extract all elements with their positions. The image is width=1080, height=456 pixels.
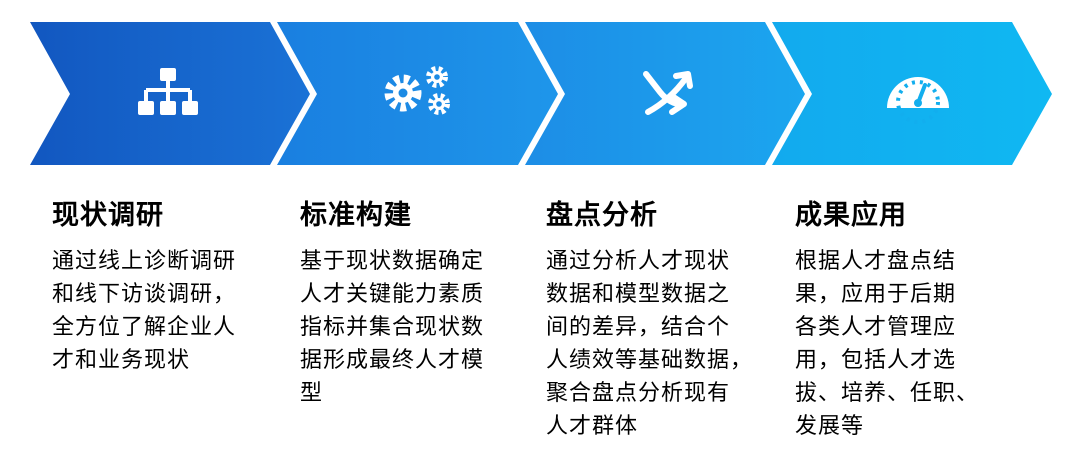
step-2-title: 标准构建 — [300, 200, 412, 231]
desc-line: 果，应用于后期 — [795, 282, 957, 307]
desc-line: 才和业务现状 — [52, 348, 191, 373]
desc-line: 通过分析人才现状 — [546, 249, 731, 274]
desc-line: 基于现状数据确定 — [300, 249, 485, 274]
desc-line: 指标并集合现状数 — [300, 315, 485, 340]
desc-line: 数据和模型数据之 — [546, 282, 731, 307]
step-4-description: 根据人才盘点结 果，应用于后期 各类人才管理应 用，包括人才选 拔、培养、任职、… — [795, 245, 979, 443]
step-1-title: 现状调研 — [52, 200, 164, 231]
step-2-description: 基于现状数据确定 人才关键能力素质 指标并集合现状数 据形成最终人才模 型 — [300, 245, 484, 410]
desc-line: 聚合盘点分析现有 — [546, 381, 731, 406]
desc-line: 各类人才管理应 — [795, 315, 957, 340]
chevron-step-4 — [772, 22, 1052, 165]
gears-icon — [384, 66, 450, 115]
desc-line: 用，包括人才选 — [795, 348, 957, 373]
merge-arrows-icon — [643, 71, 693, 115]
desc-line: 拔、培养、任职、 — [795, 381, 980, 406]
step-4-title: 成果应用 — [795, 200, 907, 231]
speedometer-icon — [887, 77, 949, 124]
desc-line: 型 — [300, 381, 324, 406]
chevron-step-1 — [30, 22, 310, 165]
desc-line: 据形成最终人才模 — [300, 348, 485, 373]
chevron-step-2 — [277, 22, 558, 165]
desc-line: 全方位了解企业人 — [52, 315, 237, 340]
step-1-description: 通过线上诊断调研 和线下访谈调研， 全方位了解企业人 才和业务现状 — [52, 245, 236, 377]
desc-line: 间的差异，结合个 — [546, 315, 731, 340]
desc-line: 通过线上诊断调研 — [52, 249, 237, 274]
desc-line: 发展等 — [795, 414, 865, 439]
desc-line: 和线下访谈调研， — [52, 282, 237, 307]
chevron-step-3 — [525, 22, 805, 165]
org-chart-icon — [138, 68, 198, 115]
desc-line: 根据人才盘点结 — [795, 249, 957, 274]
process-chevrons — [30, 22, 1052, 165]
step-3-description: 通过分析人才现状 数据和模型数据之 间的差异，结合个 人绩效等基础数据， 聚合盘… — [546, 245, 753, 443]
desc-line: 人绩效等基础数据， — [546, 348, 754, 373]
desc-line: 人才关键能力素质 — [300, 282, 485, 307]
step-3-title: 盘点分析 — [546, 200, 658, 231]
desc-line: 人才群体 — [546, 414, 639, 439]
